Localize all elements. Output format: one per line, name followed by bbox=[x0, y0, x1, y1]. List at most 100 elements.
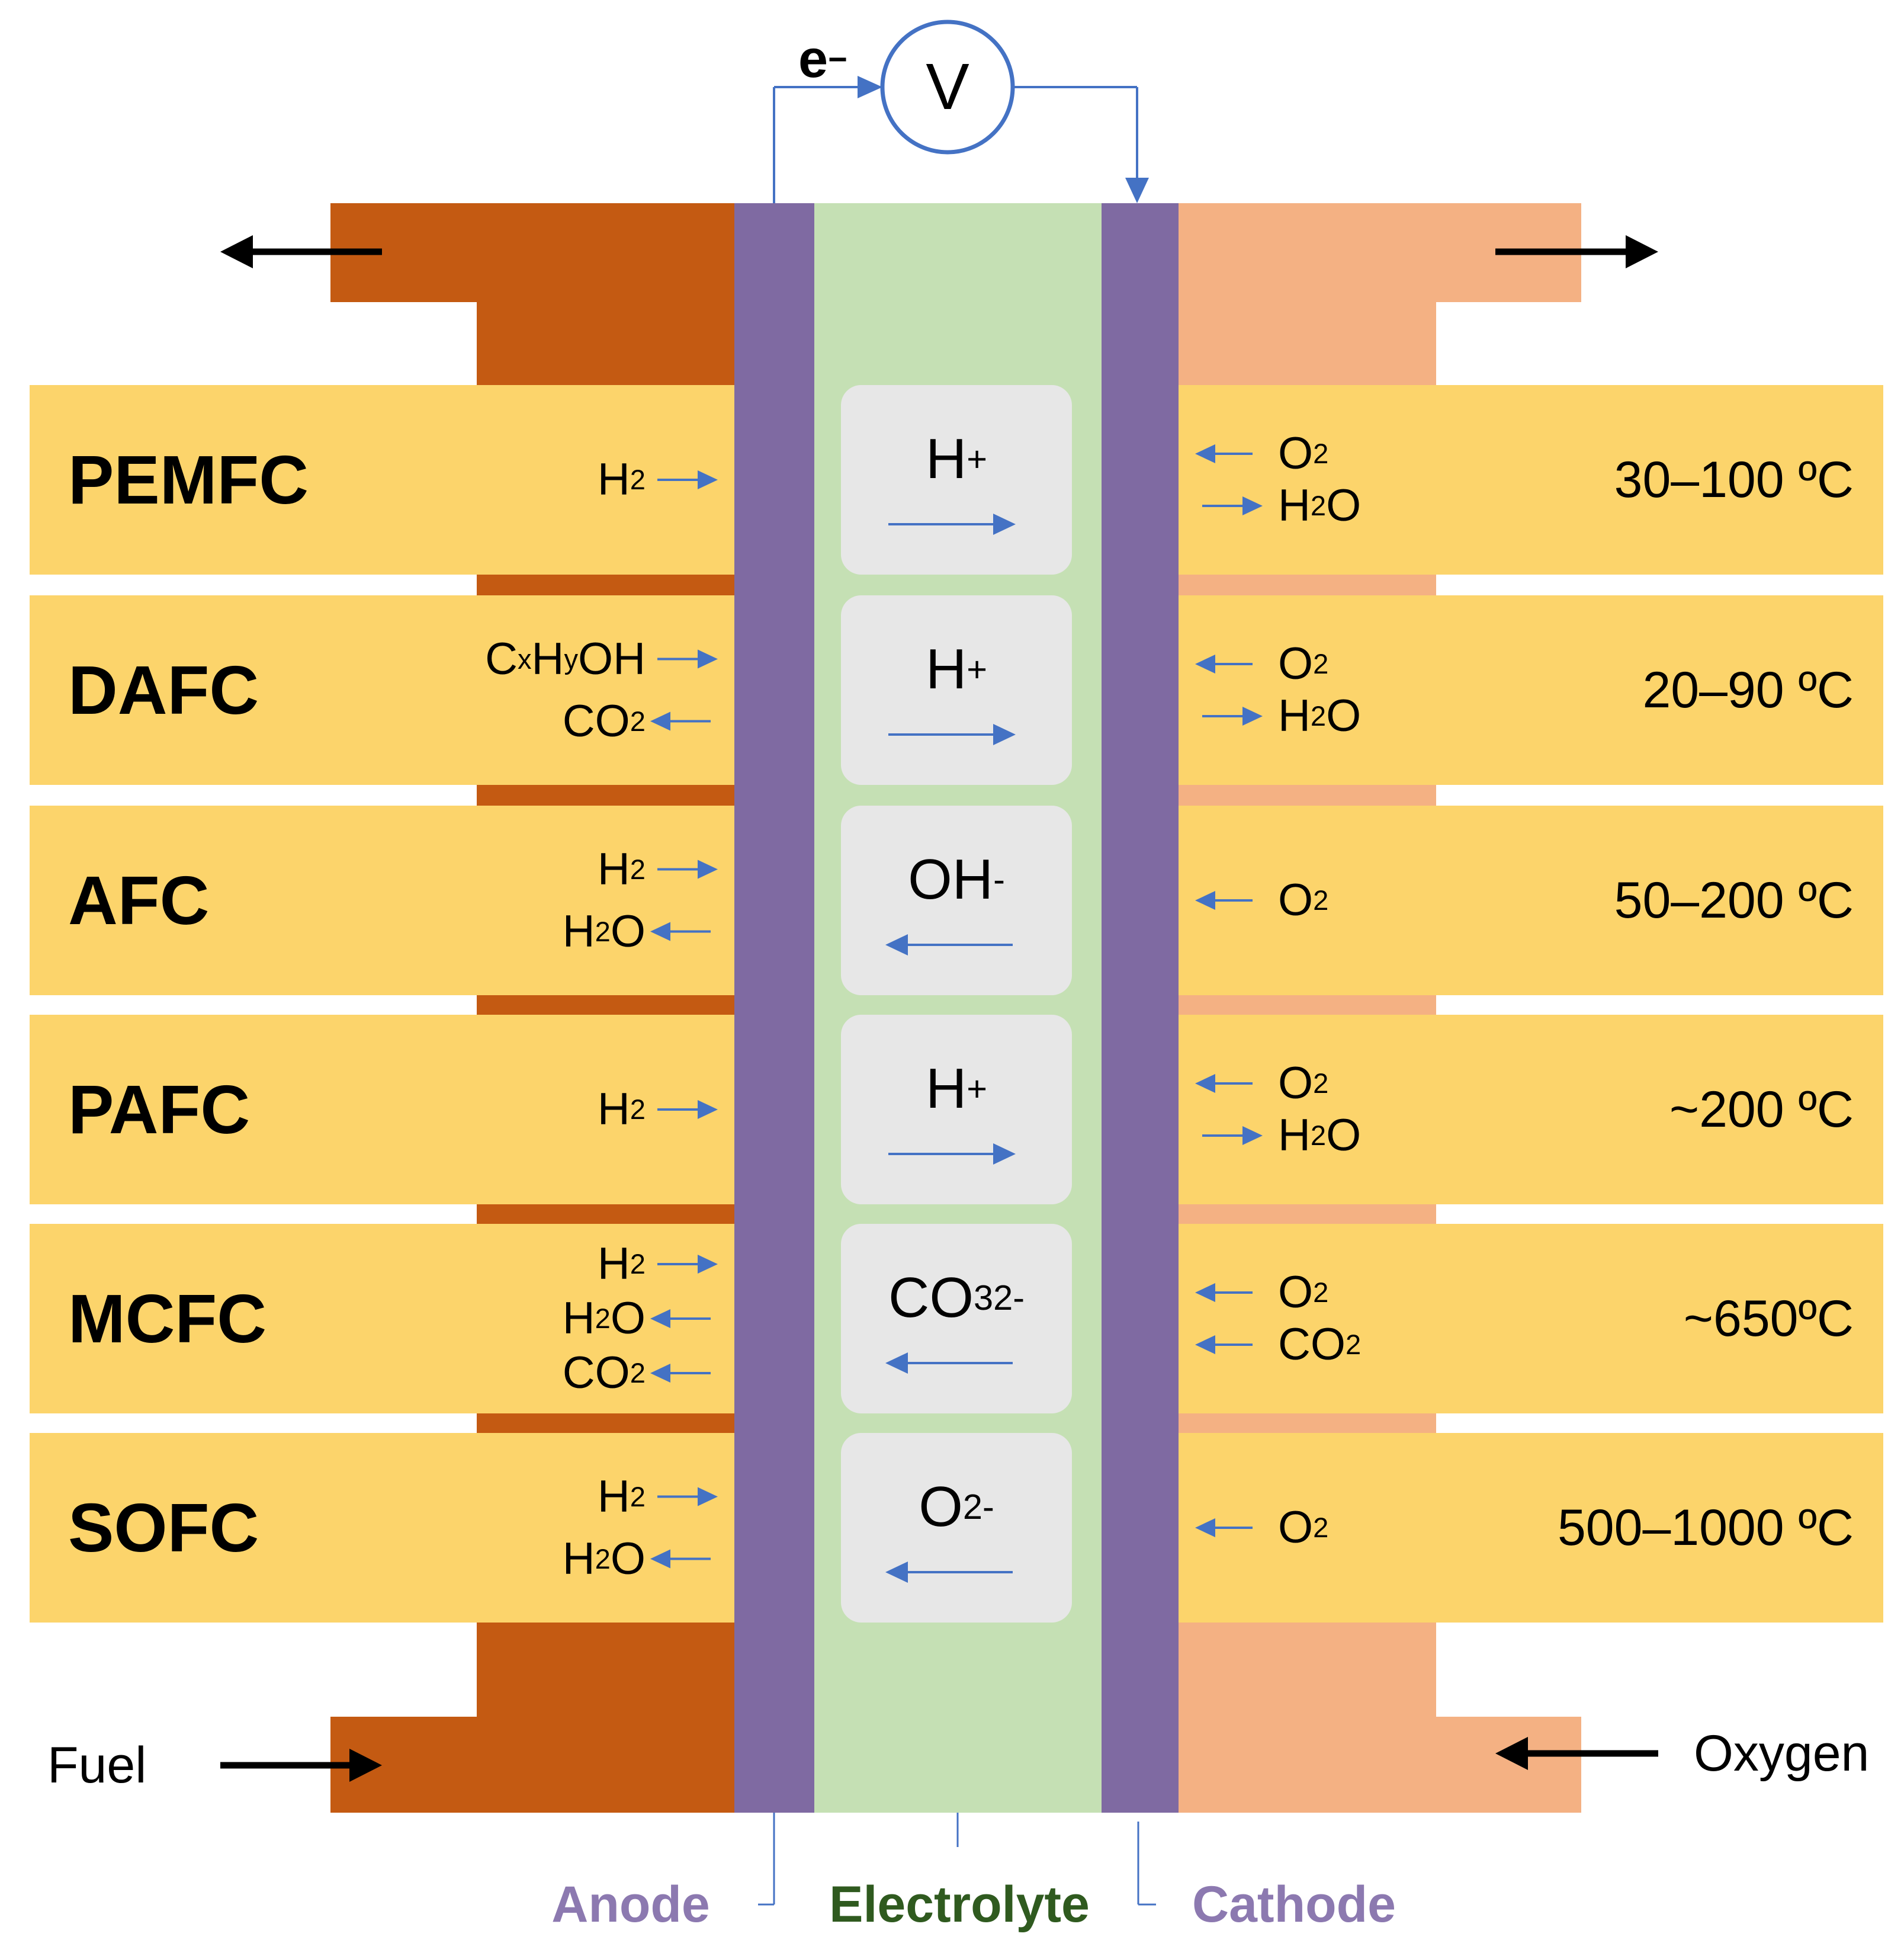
row-band-right-mcfc bbox=[1179, 1224, 1883, 1413]
cathode-flow-arrow-afc-0-head bbox=[1195, 891, 1215, 910]
row-band-right-afc bbox=[1179, 806, 1883, 995]
electrolyte-label: Electrolyte bbox=[829, 1876, 1090, 1933]
row-band-left-mcfc bbox=[30, 1224, 734, 1413]
row-band-right-pemfc bbox=[1179, 385, 1883, 575]
circuit-cathode-arrowhead bbox=[1125, 178, 1149, 203]
anode-label: Anode bbox=[551, 1876, 710, 1933]
row-band-left-sofc bbox=[30, 1433, 734, 1623]
cathode-exhaust-arrow-head bbox=[1626, 235, 1658, 268]
temperature-dafc: 20–90 ºC bbox=[1642, 662, 1854, 719]
anode-bottom-flange bbox=[330, 1717, 734, 1813]
ion-box-pemfc bbox=[841, 385, 1072, 575]
row-band-right-dafc bbox=[1179, 595, 1883, 785]
cathode-label: Cathode bbox=[1192, 1876, 1396, 1933]
ion-flow-arrow-mcfc-head bbox=[885, 1352, 908, 1374]
temperature-mcfc: ~650ºC bbox=[1683, 1290, 1854, 1347]
anode-flow-arrow-dafc-1-head bbox=[650, 711, 670, 731]
cathode-flow-arrow-mcfc-1-head bbox=[1195, 1335, 1215, 1354]
cathode-flow-arrow-pemfc-1-head bbox=[1242, 496, 1263, 515]
ion-label-afc: OH- bbox=[908, 848, 1005, 911]
row-band-right-sofc bbox=[1179, 1433, 1883, 1623]
temperature-sofc: 500–1000 ºC bbox=[1557, 1499, 1854, 1556]
electron-flow-arrowhead bbox=[858, 76, 882, 98]
anode-flow-arrow-mcfc-1-head bbox=[650, 1309, 670, 1328]
cathode-electrode bbox=[1102, 203, 1179, 1813]
row-band-left-afc bbox=[30, 806, 734, 995]
temperature-pemfc: 30–100 ºC bbox=[1614, 451, 1854, 508]
temperature-pafc: ~200 ºC bbox=[1669, 1081, 1854, 1138]
temperature-afc: 50–200 ºC bbox=[1614, 872, 1854, 929]
ion-label-pemfc: H+ bbox=[925, 427, 988, 490]
anode-flow-arrow-mcfc-2-head bbox=[650, 1364, 670, 1383]
anode-flow-arrow-pafc-0-head bbox=[698, 1100, 718, 1119]
cathode-bottom-flange bbox=[1179, 1717, 1581, 1813]
fuel-feed-arrow-head bbox=[349, 1749, 382, 1782]
ion-label-pafc: H+ bbox=[925, 1057, 988, 1120]
anode-flow-arrow-sofc-0-head bbox=[698, 1487, 718, 1506]
anode-flow-arrow-afc-1-head bbox=[650, 922, 670, 941]
ion-label-dafc: H+ bbox=[925, 637, 988, 701]
ion-flow-arrow-dafc-head bbox=[993, 724, 1016, 745]
ion-flow-arrow-pafc-head bbox=[993, 1143, 1016, 1165]
row-title-dafc: DAFC bbox=[68, 652, 259, 729]
row-title-sofc: SOFC bbox=[68, 1489, 259, 1566]
row-title-afc: AFC bbox=[68, 862, 210, 939]
row-title-pemfc: PEMFC bbox=[68, 441, 309, 518]
row-band-left-pafc bbox=[30, 1015, 734, 1204]
cathode-flow-arrow-pafc-0-head bbox=[1195, 1074, 1215, 1093]
anode-exhaust-arrow-head bbox=[220, 235, 253, 268]
row-band-left-pemfc bbox=[30, 385, 734, 575]
cathode-flow-arrow-dafc-0-head bbox=[1195, 655, 1215, 674]
cathode-flow-arrow-pemfc-0-head bbox=[1195, 444, 1215, 463]
ion-flow-arrow-sofc-head bbox=[885, 1562, 908, 1583]
row-title-mcfc: MCFC bbox=[68, 1280, 267, 1357]
row-band-right-pafc bbox=[1179, 1015, 1883, 1204]
fuel-label: Fuel bbox=[47, 1737, 147, 1794]
row-title-pafc: PAFC bbox=[68, 1071, 251, 1148]
anode-flow-arrow-dafc-0-head bbox=[698, 649, 718, 669]
anode-flow-arrow-pemfc-0-head bbox=[698, 470, 718, 489]
oxygen-label: Oxygen bbox=[1694, 1725, 1870, 1782]
anode-flow-arrow-sofc-1-head bbox=[650, 1549, 670, 1569]
ion-box-pafc bbox=[841, 1015, 1072, 1204]
ion-flow-arrow-afc-head bbox=[885, 934, 908, 956]
ion-box-dafc bbox=[841, 595, 1072, 785]
cathode-flow-arrow-dafc-1-head bbox=[1242, 707, 1263, 726]
electron-label: e− bbox=[798, 30, 847, 89]
oxygen-feed-arrow-head bbox=[1495, 1737, 1528, 1770]
cathode-flow-arrow-mcfc-0-head bbox=[1195, 1283, 1215, 1302]
anode-flow-arrow-mcfc-0-head bbox=[698, 1255, 718, 1274]
row-band-left-dafc bbox=[30, 595, 734, 785]
voltmeter-symbol: V bbox=[926, 50, 969, 123]
anode-flow-arrow-afc-0-head bbox=[698, 860, 718, 879]
ion-flow-arrow-pemfc-head bbox=[993, 514, 1016, 535]
anode-electrode bbox=[734, 203, 814, 1813]
cathode-flow-arrow-sofc-0-head bbox=[1195, 1518, 1215, 1537]
cathode-flow-arrow-pafc-1-head bbox=[1242, 1126, 1263, 1145]
